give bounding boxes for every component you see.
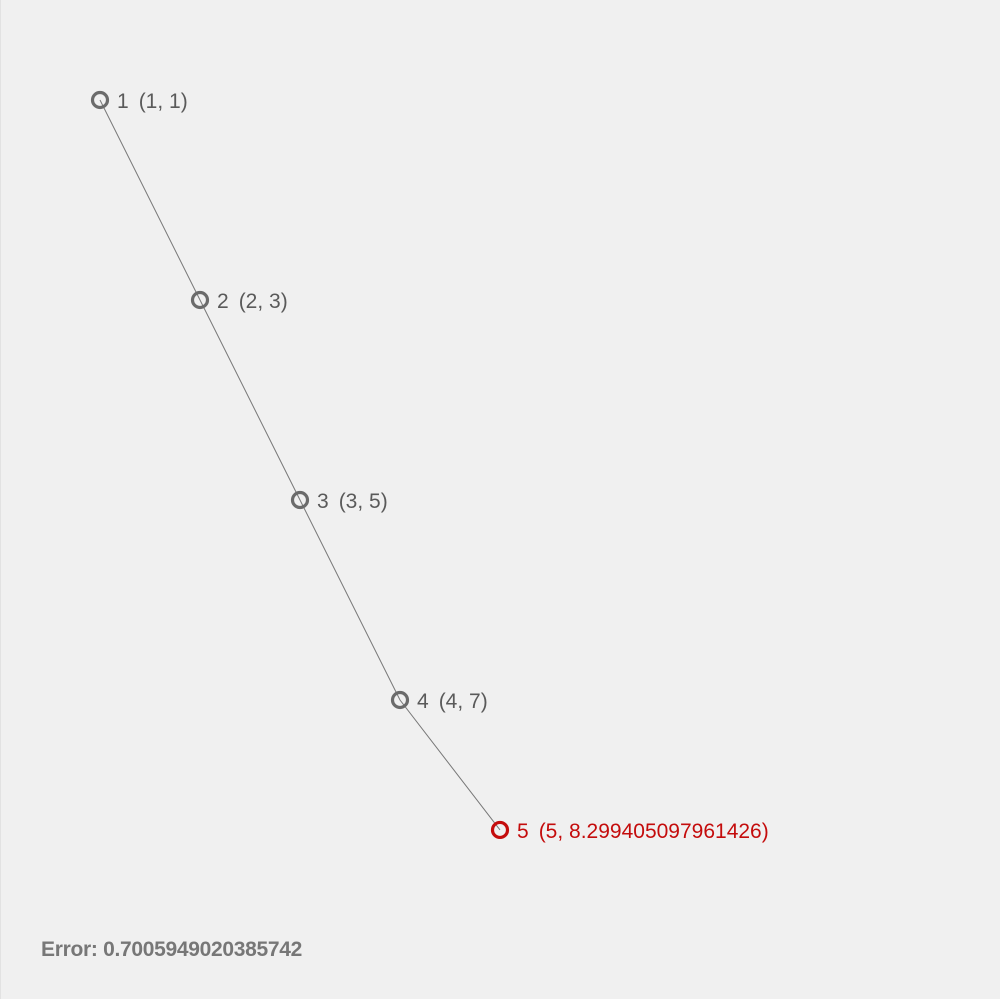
point-index: 2 — [217, 290, 229, 313]
data-point-2[interactable]: 2 (2, 3) — [190, 290, 288, 313]
point-coordinates: (5, 8.299405097961426) — [539, 820, 769, 843]
point-label: 1 (1, 1) — [117, 90, 188, 113]
connecting-line — [99, 99, 501, 831]
canvas-edge — [0, 0, 1, 999]
point-coordinates: (2, 3) — [239, 290, 288, 313]
point-label: 4 (4, 7) — [417, 690, 488, 713]
data-point-1[interactable]: 1 (1, 1) — [90, 90, 188, 113]
point-marker[interactable] — [490, 820, 510, 840]
point-marker[interactable] — [290, 490, 310, 510]
point-label: 2 (2, 3) — [217, 290, 288, 313]
point-coordinates: (3, 5) — [339, 490, 388, 513]
point-index: 1 — [117, 90, 129, 113]
point-coordinates: (4, 7) — [439, 690, 488, 713]
point-marker[interactable] — [90, 90, 110, 110]
point-marker[interactable] — [190, 290, 210, 310]
point-marker[interactable] — [390, 690, 410, 710]
point-index: 5 — [517, 820, 529, 843]
point-index: 4 — [417, 690, 429, 713]
data-point-3[interactable]: 3 (3, 5) — [290, 490, 388, 513]
point-coordinates: (1, 1) — [139, 90, 188, 113]
data-point-4[interactable]: 4 (4, 7) — [390, 690, 488, 713]
point-index: 3 — [317, 490, 329, 513]
point-label: 3 (3, 5) — [317, 490, 388, 513]
point-label: 5 (5, 8.299405097961426) — [517, 820, 769, 843]
error-readout: Error: 0.7005949020385742 — [41, 938, 303, 961]
data-point-5[interactable]: 5 (5, 8.299405097961426) — [490, 820, 769, 843]
